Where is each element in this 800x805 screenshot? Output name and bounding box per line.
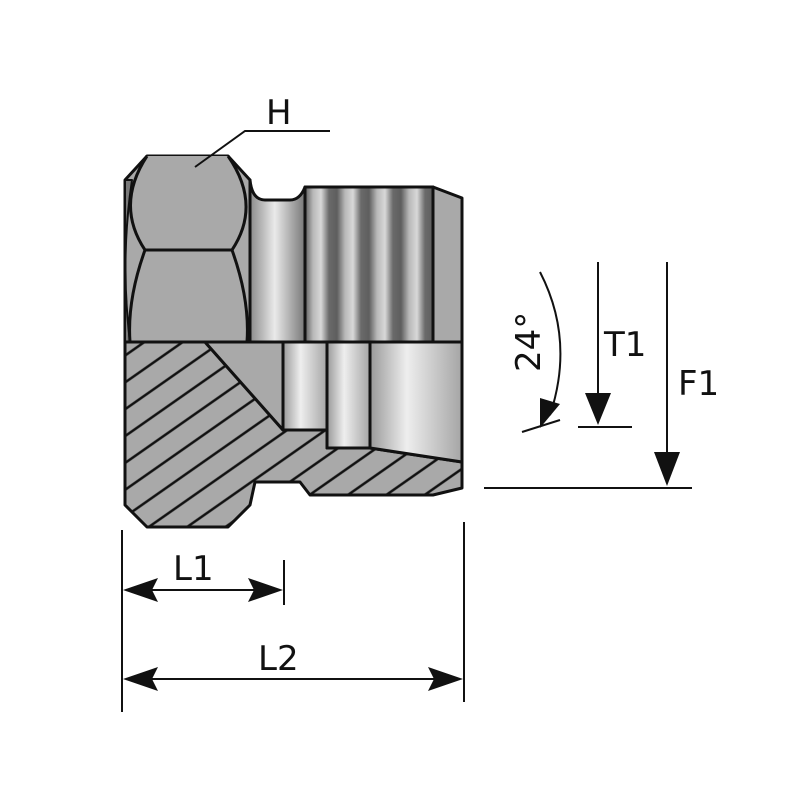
thread-chamfer — [431, 185, 464, 344]
angle-arrowhead — [540, 398, 560, 428]
hex-face-arc — [129, 155, 248, 252]
bore-3 — [368, 340, 464, 464]
t1-arrowhead — [585, 393, 611, 425]
l2-arrow-right — [428, 667, 463, 691]
l2-arrow-left — [123, 667, 158, 691]
undercut-neck — [248, 178, 307, 344]
f1-dimension — [484, 262, 692, 489]
label-h: H — [266, 93, 292, 133]
label-f1: F1 — [678, 364, 719, 404]
label-t1: T1 — [603, 325, 646, 365]
length-dimensions — [121, 522, 465, 712]
f1-arrowhead — [654, 452, 680, 486]
label-angle: 24° — [509, 312, 549, 372]
thread — [303, 185, 435, 344]
label-l2: L2 — [258, 639, 299, 679]
bore-1 — [281, 340, 329, 432]
hex-lower-face — [128, 249, 249, 343]
label-l1: L1 — [173, 549, 214, 589]
hex-leader — [194, 130, 330, 168]
l1-arrow-left — [123, 578, 158, 602]
l1-arrow-right — [248, 578, 283, 602]
t1-dimension — [578, 262, 632, 428]
upper-half-exterior — [123, 154, 464, 344]
lower-half-section — [123, 340, 464, 529]
bore-2 — [325, 340, 372, 450]
